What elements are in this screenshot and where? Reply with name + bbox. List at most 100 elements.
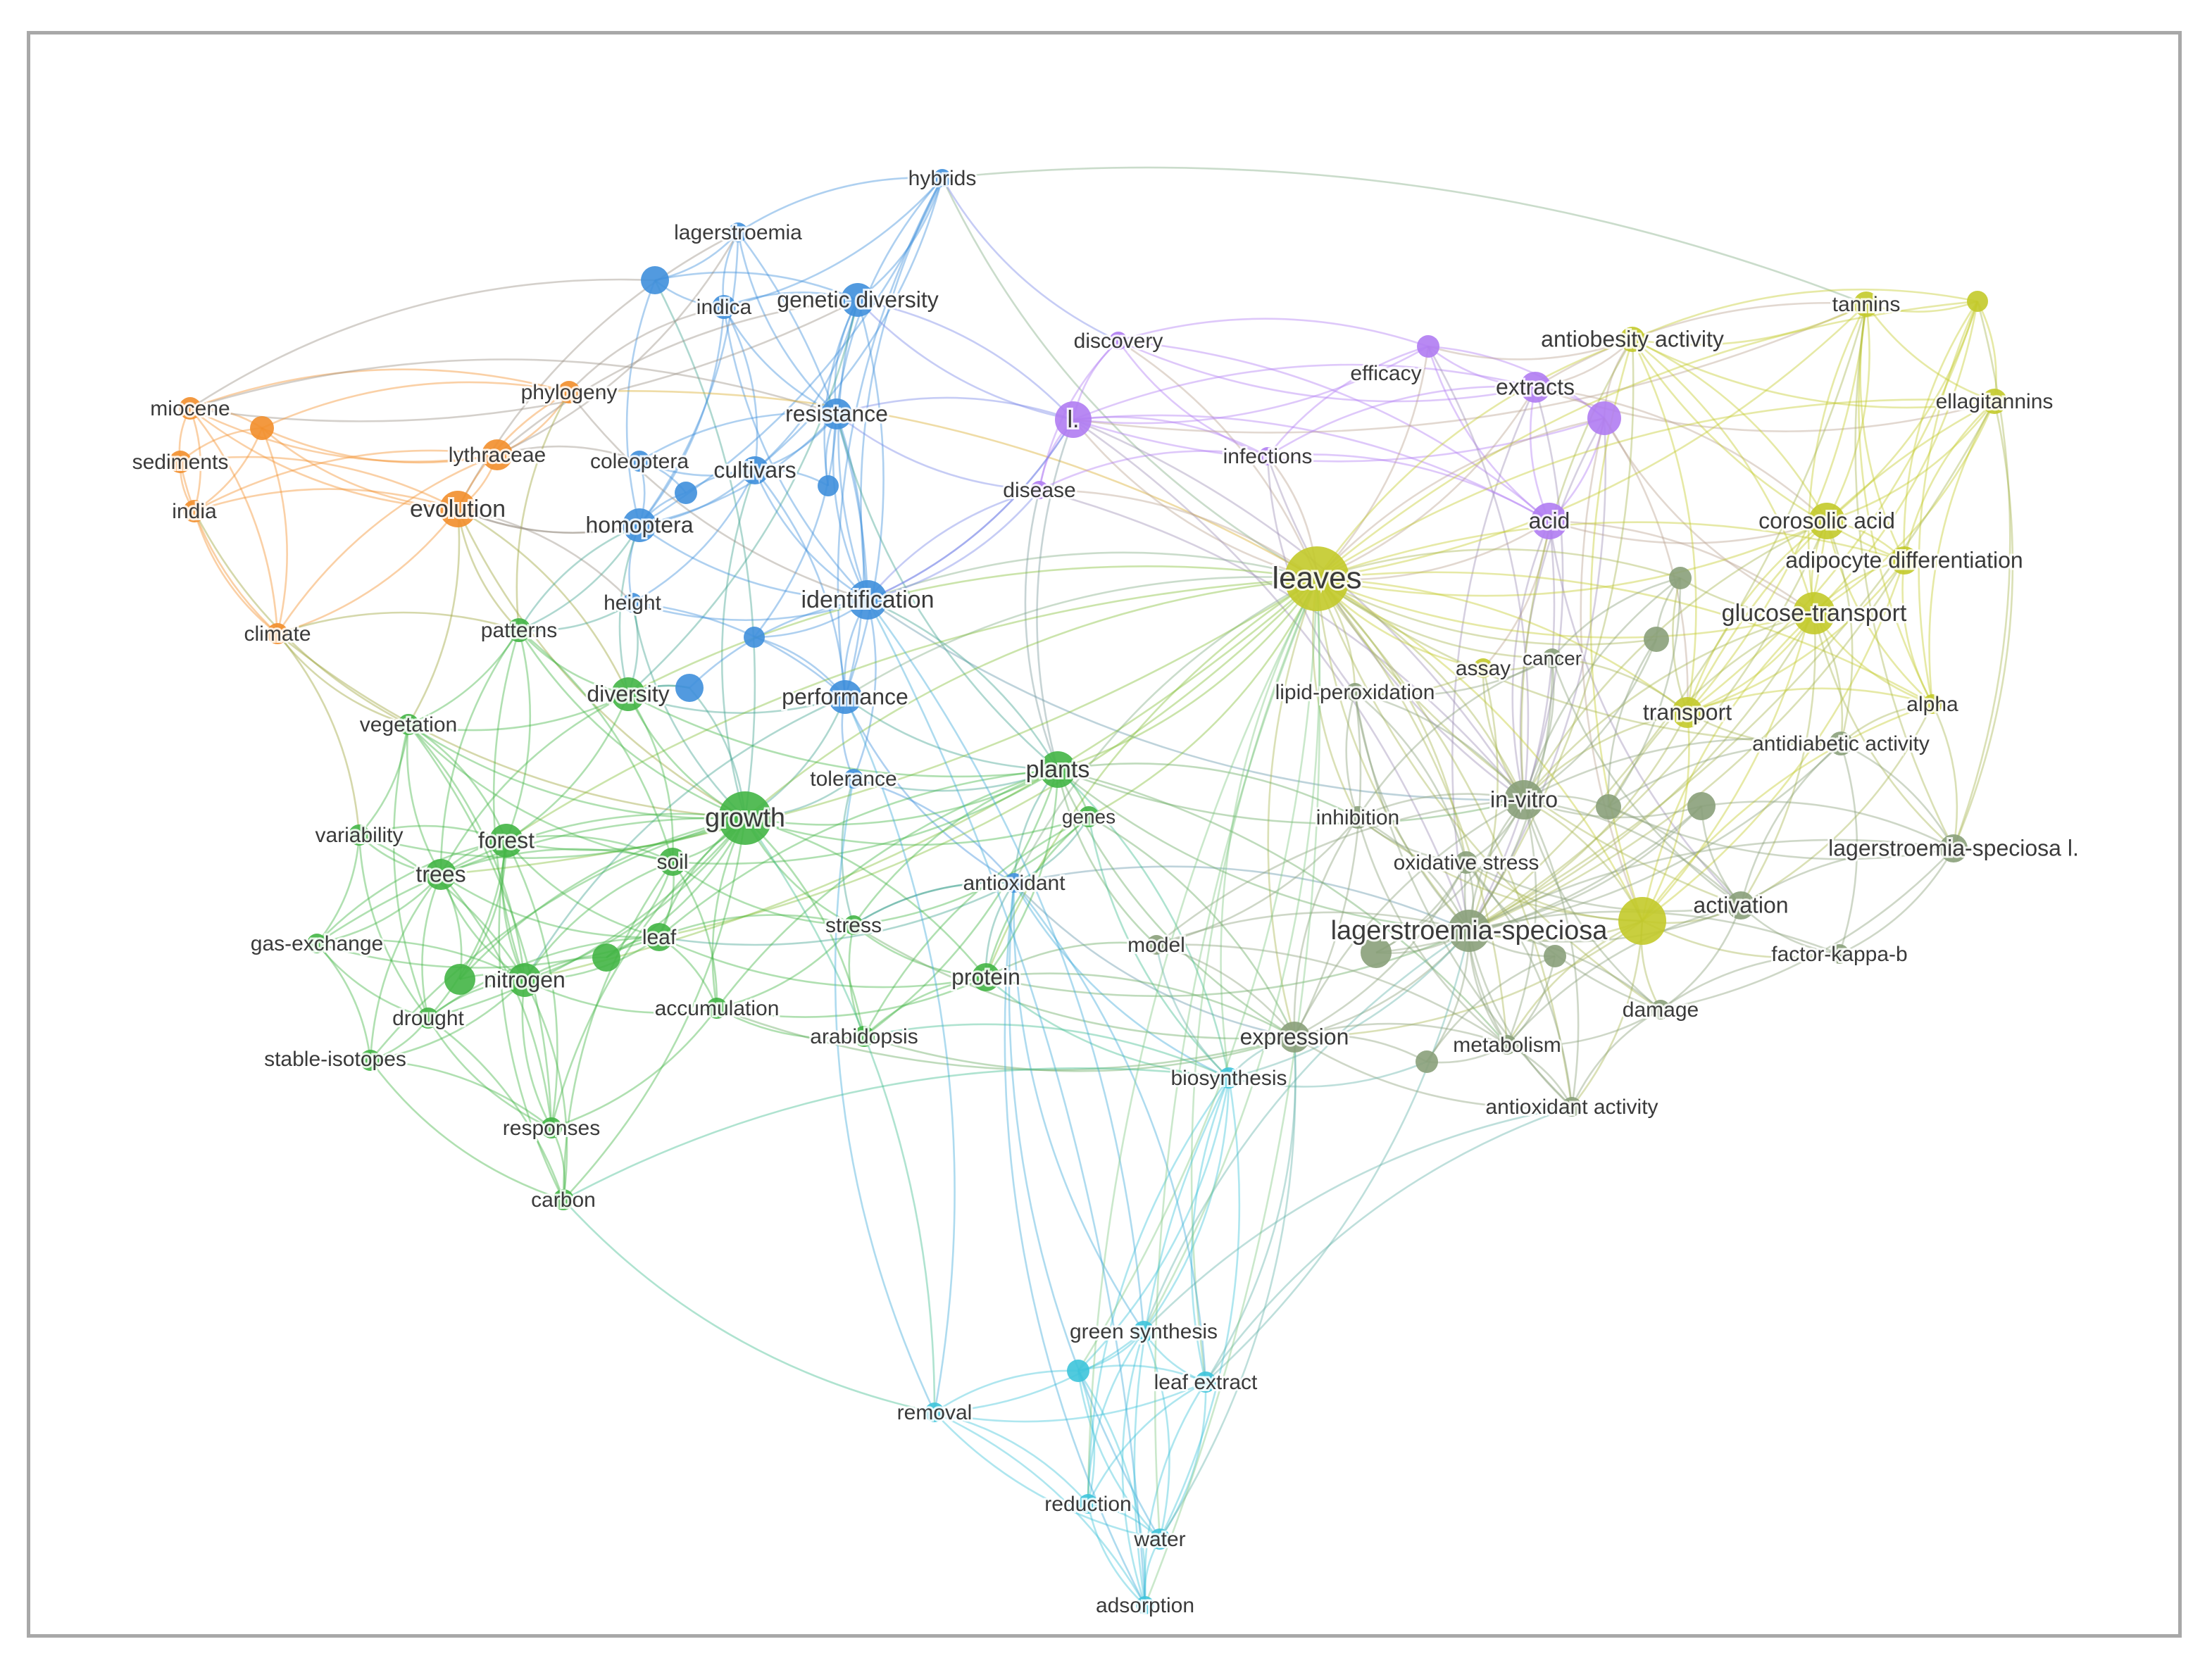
node-y_blank1[interactable] [1967, 291, 1988, 312]
node-forest[interactable] [489, 824, 523, 858]
node-leaf[interactable] [645, 923, 673, 951]
node-miocene[interactable] [179, 397, 201, 420]
node-accumulation[interactable] [706, 998, 727, 1019]
node-biosynthesis[interactable] [1218, 1067, 1239, 1088]
node-carbon[interactable] [553, 1189, 574, 1210]
node-stable_isotopes[interactable] [360, 1050, 381, 1071]
node-height[interactable] [623, 593, 642, 613]
node-india[interactable] [183, 500, 206, 522]
node-transport[interactable] [1672, 697, 1703, 728]
node-antioxidant[interactable] [1004, 873, 1024, 893]
node-b_blank4[interactable] [744, 627, 765, 648]
node-o_blank1[interactable] [250, 416, 274, 440]
node-removal[interactable] [925, 1402, 944, 1422]
node-nitrogen[interactable] [508, 963, 542, 997]
node-b_blank3[interactable] [818, 475, 839, 496]
node-y_blank2[interactable] [1618, 897, 1666, 945]
node-g_blank2[interactable] [592, 943, 620, 972]
node-vegetation[interactable] [398, 714, 419, 735]
node-patterns[interactable] [507, 618, 531, 642]
node-extracts[interactable] [1520, 372, 1551, 403]
node-responses[interactable] [541, 1117, 562, 1138]
node-variability[interactable] [349, 824, 370, 846]
node-arabidopsis[interactable] [854, 1026, 875, 1047]
node-o2_blank2[interactable] [1644, 627, 1669, 652]
node-drought[interactable] [418, 1008, 439, 1029]
node-o2_blank7[interactable] [1416, 1050, 1438, 1073]
node-b_blank2[interactable] [675, 482, 697, 504]
node-plants[interactable] [1039, 751, 1076, 788]
node-infections[interactable] [1258, 447, 1277, 465]
node-resistance[interactable] [821, 399, 852, 429]
node-diversity[interactable] [611, 677, 645, 711]
node-homoptera[interactable] [623, 508, 656, 542]
node-stress[interactable] [844, 915, 863, 935]
node-g_blank1[interactable] [444, 964, 475, 995]
edge-assay-lipid [1354, 667, 1484, 695]
node-soil[interactable] [658, 848, 687, 876]
node-indica[interactable] [712, 295, 736, 319]
node-adsorption[interactable] [1136, 1596, 1154, 1614]
node-glucose[interactable] [1793, 592, 1835, 634]
node-disease[interactable] [1030, 481, 1049, 499]
node-p_blank1[interactable] [1587, 401, 1621, 435]
node-growth[interactable] [718, 791, 772, 845]
node-o2_blank3[interactable] [1596, 794, 1621, 820]
node-expression[interactable] [1279, 1022, 1310, 1053]
node-acid[interactable] [1531, 503, 1568, 539]
node-lipid[interactable] [1346, 683, 1364, 701]
node-o2_blank1[interactable] [1669, 567, 1692, 589]
node-factor_kappa[interactable] [1830, 944, 1849, 964]
node-lagerstroemia[interactable] [728, 222, 748, 242]
node-corosolic[interactable] [1808, 503, 1845, 539]
node-adipocyte[interactable] [1890, 546, 1918, 575]
node-ls_l[interactable] [1939, 834, 1968, 862]
node-water[interactable] [1149, 1529, 1170, 1550]
node-assay[interactable] [1473, 658, 1493, 678]
node-genes[interactable] [1078, 806, 1099, 827]
node-reduction[interactable] [1078, 1494, 1098, 1514]
node-damage[interactable] [1651, 1000, 1670, 1019]
node-ellagitannins[interactable] [1982, 389, 2007, 414]
node-tolerance[interactable] [844, 769, 863, 789]
node-oxidative[interactable] [1455, 851, 1477, 874]
node-in_vitro[interactable] [1504, 780, 1544, 820]
node-activation[interactable] [1727, 891, 1755, 920]
node-leaf_extract[interactable] [1195, 1372, 1216, 1393]
node-cancer[interactable] [1542, 648, 1562, 668]
node-ls[interactable] [1448, 910, 1490, 952]
node-model[interactable] [1146, 935, 1166, 955]
node-antioxidant_activity[interactable] [1562, 1097, 1582, 1117]
node-lythraceae[interactable] [482, 439, 513, 470]
node-coleoptera[interactable] [629, 451, 650, 472]
node-hybrids[interactable] [933, 169, 951, 187]
node-climate[interactable] [267, 623, 288, 644]
node-discovery[interactable] [1109, 332, 1127, 350]
node-l[interactable] [1055, 401, 1092, 438]
node-tannins[interactable] [1854, 291, 1879, 317]
node-o2_blank6[interactable] [1544, 945, 1566, 967]
node-sediments[interactable] [169, 451, 192, 473]
node-protein[interactable] [972, 963, 1000, 991]
node-c_blank1[interactable] [1067, 1360, 1089, 1382]
node-b_blank1[interactable] [641, 266, 669, 294]
node-o2_blank4[interactable] [1687, 792, 1716, 820]
node-green_synthesis[interactable] [1133, 1321, 1154, 1342]
node-alpha[interactable] [1923, 694, 1942, 714]
node-identification[interactable] [848, 580, 887, 620]
node-b_blank5[interactable] [675, 674, 704, 702]
node-cultivars[interactable] [741, 456, 769, 484]
node-o2_blank5[interactable] [1361, 937, 1392, 968]
node-metabolism[interactable] [1497, 1035, 1517, 1055]
node-performance[interactable] [828, 680, 862, 714]
node-antidiabetic[interactable] [1829, 732, 1853, 755]
node-antiobesity[interactable] [1620, 327, 1645, 352]
node-trees[interactable] [425, 859, 456, 890]
node-evolution[interactable] [439, 491, 476, 527]
node-genetic_diversity[interactable] [841, 283, 875, 317]
node-leaves[interactable] [1285, 546, 1349, 611]
node-phylogeny[interactable] [558, 381, 580, 403]
node-gas_exchange[interactable] [307, 934, 327, 953]
node-efficacy[interactable] [1417, 335, 1439, 358]
node-inhibition[interactable] [1346, 806, 1369, 829]
